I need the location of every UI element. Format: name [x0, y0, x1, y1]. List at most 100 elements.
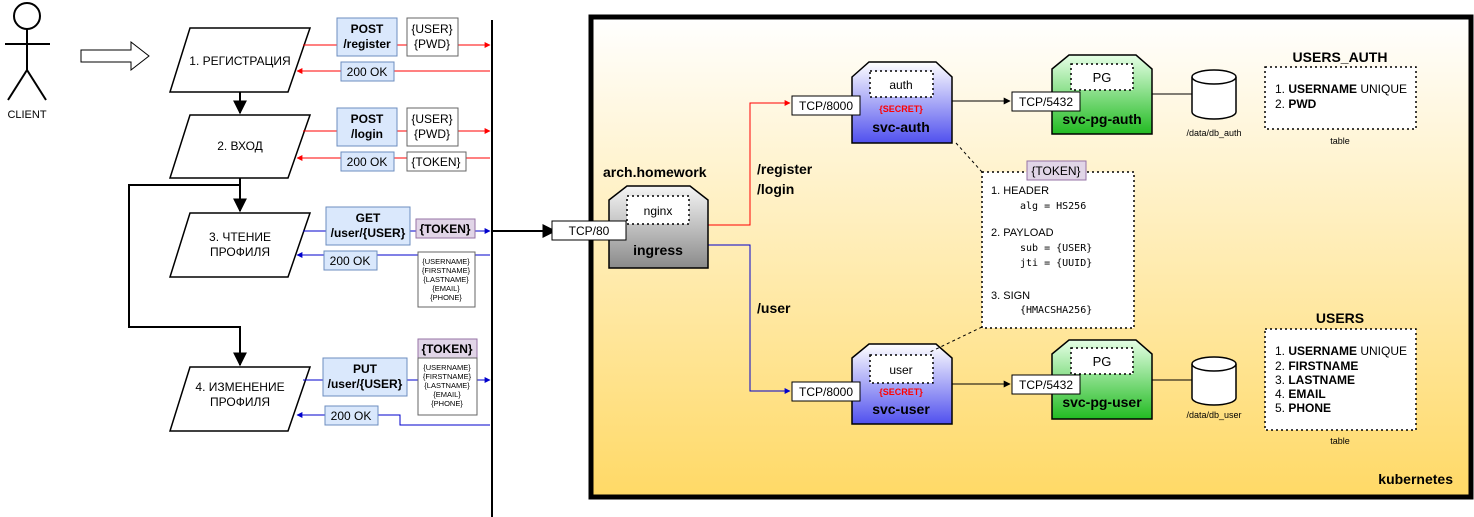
body-field: {EMAIL} — [433, 390, 461, 399]
pg-user-top-label: PG — [1093, 354, 1112, 369]
request-method: PUT — [353, 362, 378, 376]
pg-user-name: svc-pg-user — [1062, 394, 1142, 410]
svc-user-name: svc-user — [872, 401, 930, 417]
token-header: {TOKEN} — [421, 342, 472, 356]
body-field: {USERNAME} — [423, 363, 471, 372]
token-payload-title: 2. PAYLOAD — [991, 227, 1054, 239]
response-field: {LASTNAME} — [423, 275, 469, 284]
pg-user-port: TCP/5432 — [1019, 378, 1073, 392]
token-sign-line: {HMACSHA256} — [1020, 305, 1092, 316]
cluster-label: kubernetes — [1378, 471, 1453, 487]
step-label-line2: ПРОФИЛЯ — [210, 245, 270, 259]
table-row: 1. USERNAME UNIQUE — [1275, 344, 1407, 358]
step-label-line1: 4. ИЗМЕНЕНИЕ — [195, 380, 284, 394]
pg-user-volume: /data/db_user — [1186, 410, 1241, 420]
request-method: GET — [356, 211, 381, 225]
response-body: {TOKEN} — [411, 155, 460, 169]
request-register: POST /register {USER} {PWD} 200 OK — [296, 17, 491, 82]
request-login: POST /login {USER} {PWD} 200 OK {TOKEN} — [296, 107, 491, 172]
pg-auth-top-label: PG — [1093, 70, 1112, 85]
pg-auth-volume: /data/db_auth — [1186, 128, 1241, 138]
token-header-title: 1. HEADER — [991, 185, 1049, 197]
svc-auth-top-label: auth — [889, 78, 912, 92]
table-title: USERS_AUTH — [1293, 49, 1388, 65]
request-path: /user/{USER} — [328, 377, 403, 391]
token-header-line: alg = HS256 — [1020, 201, 1086, 212]
body-field: {USER} — [411, 22, 452, 36]
table-caption: table — [1330, 136, 1350, 146]
token-payload-line2: jti = {UUID} — [1020, 258, 1092, 269]
svc-auth-secret: {SECRET} — [879, 104, 923, 114]
response-field: {EMAIL} — [432, 284, 460, 293]
step-label-line1: 3. ЧТЕНИЕ — [209, 230, 271, 244]
svc-user-node: user {SECRET} svc-user TCP/8000 — [791, 343, 953, 425]
route-auth-line — [708, 100, 791, 226]
client-actor: CLIENT — [5, 2, 50, 121]
step-label: 2. ВХОД — [217, 139, 263, 153]
client-label: CLIENT — [7, 109, 46, 121]
token-sign-title: 3. SIGN — [991, 290, 1030, 302]
token-connector-user — [929, 326, 983, 353]
route-auth-label-line2: /login — [757, 181, 794, 197]
table-row: 2. PWD — [1275, 97, 1317, 111]
ingress-port: TCP/80 — [569, 224, 610, 238]
pg-auth-port: TCP/5432 — [1019, 95, 1073, 109]
token-connector-auth — [955, 142, 983, 173]
body-field: {PWD} — [414, 127, 450, 141]
svc-auth-name: svc-auth — [872, 119, 930, 135]
svc-auth-node: auth {SECRET} svc-auth TCP/8000 — [791, 61, 953, 144]
users-table: USERS 1. USERNAME UNIQUE 2. FIRSTNAME 3.… — [1264, 310, 1417, 446]
response-field: {USERNAME} — [422, 257, 470, 266]
pg-auth-node: PG svc-pg-auth TCP/5432 — [1011, 54, 1153, 135]
request-path: /login — [351, 127, 383, 141]
token-header: {TOKEN} — [419, 222, 470, 236]
body-field: {USER} — [411, 112, 452, 126]
response-field: {PHONE} — [430, 293, 462, 302]
svc-user-port: TCP/8000 — [799, 385, 853, 399]
ingress-node: nginx ingress TCP/80 — [551, 185, 709, 269]
step-label: 1. РЕГИСТРАЦИЯ — [189, 54, 290, 68]
flow-connectors — [128, 92, 247, 367]
route-user-label: /user — [757, 300, 791, 316]
svc-user-top-label: user — [889, 363, 912, 377]
response-status: 200 OK — [330, 254, 371, 268]
token-title: {TOKEN} — [1031, 164, 1080, 178]
hollow-arrow-icon — [80, 40, 150, 72]
request-read-profile: GET /user/{USER} {TOKEN} 200 OK {USERNAM… — [296, 206, 491, 308]
response-field: {FIRSTNAME} — [422, 266, 471, 275]
request-update-profile: PUT /user/{USER} {TOKEN} {USERNAME} {FIR… — [296, 338, 491, 426]
table-row: 2. FIRSTNAME — [1275, 359, 1358, 373]
host-label: arch.homework — [603, 164, 707, 180]
response-status: 200 OK — [331, 409, 372, 423]
step-label-line2: ПРОФИЛЯ — [210, 395, 270, 409]
token-structure: {TOKEN} 1. HEADER alg = HS256 2. PAYLOAD… — [981, 160, 1135, 329]
request-method: POST — [351, 22, 384, 36]
response-status: 200 OK — [347, 65, 388, 79]
database-icon — [1191, 356, 1237, 406]
step-read-profile: 3. ЧТЕНИЕ ПРОФИЛЯ — [168, 212, 312, 278]
route-user-line — [708, 244, 791, 394]
response-status: 200 OK — [347, 155, 388, 169]
table-row: 5. PHONE — [1275, 401, 1331, 415]
request-method: POST — [351, 112, 384, 126]
svc-user-secret: {SECRET} — [879, 387, 923, 397]
request-path: /register — [343, 37, 391, 51]
database-icon — [1191, 69, 1237, 120]
route-auth-label-line1: /register — [757, 161, 813, 177]
body-field: {PHONE} — [431, 399, 463, 408]
table-row: 1. USERNAME UNIQUE — [1275, 82, 1407, 96]
token-payload-line1: sub = {USER} — [1020, 243, 1092, 254]
svc-auth-port: TCP/8000 — [799, 99, 853, 113]
step-update-profile: 4. ИЗМЕНЕНИЕ ПРОФИЛЯ — [168, 366, 312, 432]
body-field: {FIRSTNAME} — [423, 372, 472, 381]
request-path: /user/{USER} — [331, 226, 406, 240]
table-row: 3. LASTNAME — [1275, 373, 1355, 387]
table-row: 4. EMAIL — [1275, 387, 1326, 401]
body-field: {PWD} — [414, 37, 450, 51]
pg-auth-name: svc-pg-auth — [1062, 111, 1141, 127]
table-caption: table — [1330, 436, 1350, 446]
ingress-name: ingress — [633, 242, 683, 258]
step-login: 2. ВХОД — [168, 114, 312, 179]
pg-user-node: PG svc-pg-user TCP/5432 — [1011, 339, 1153, 420]
